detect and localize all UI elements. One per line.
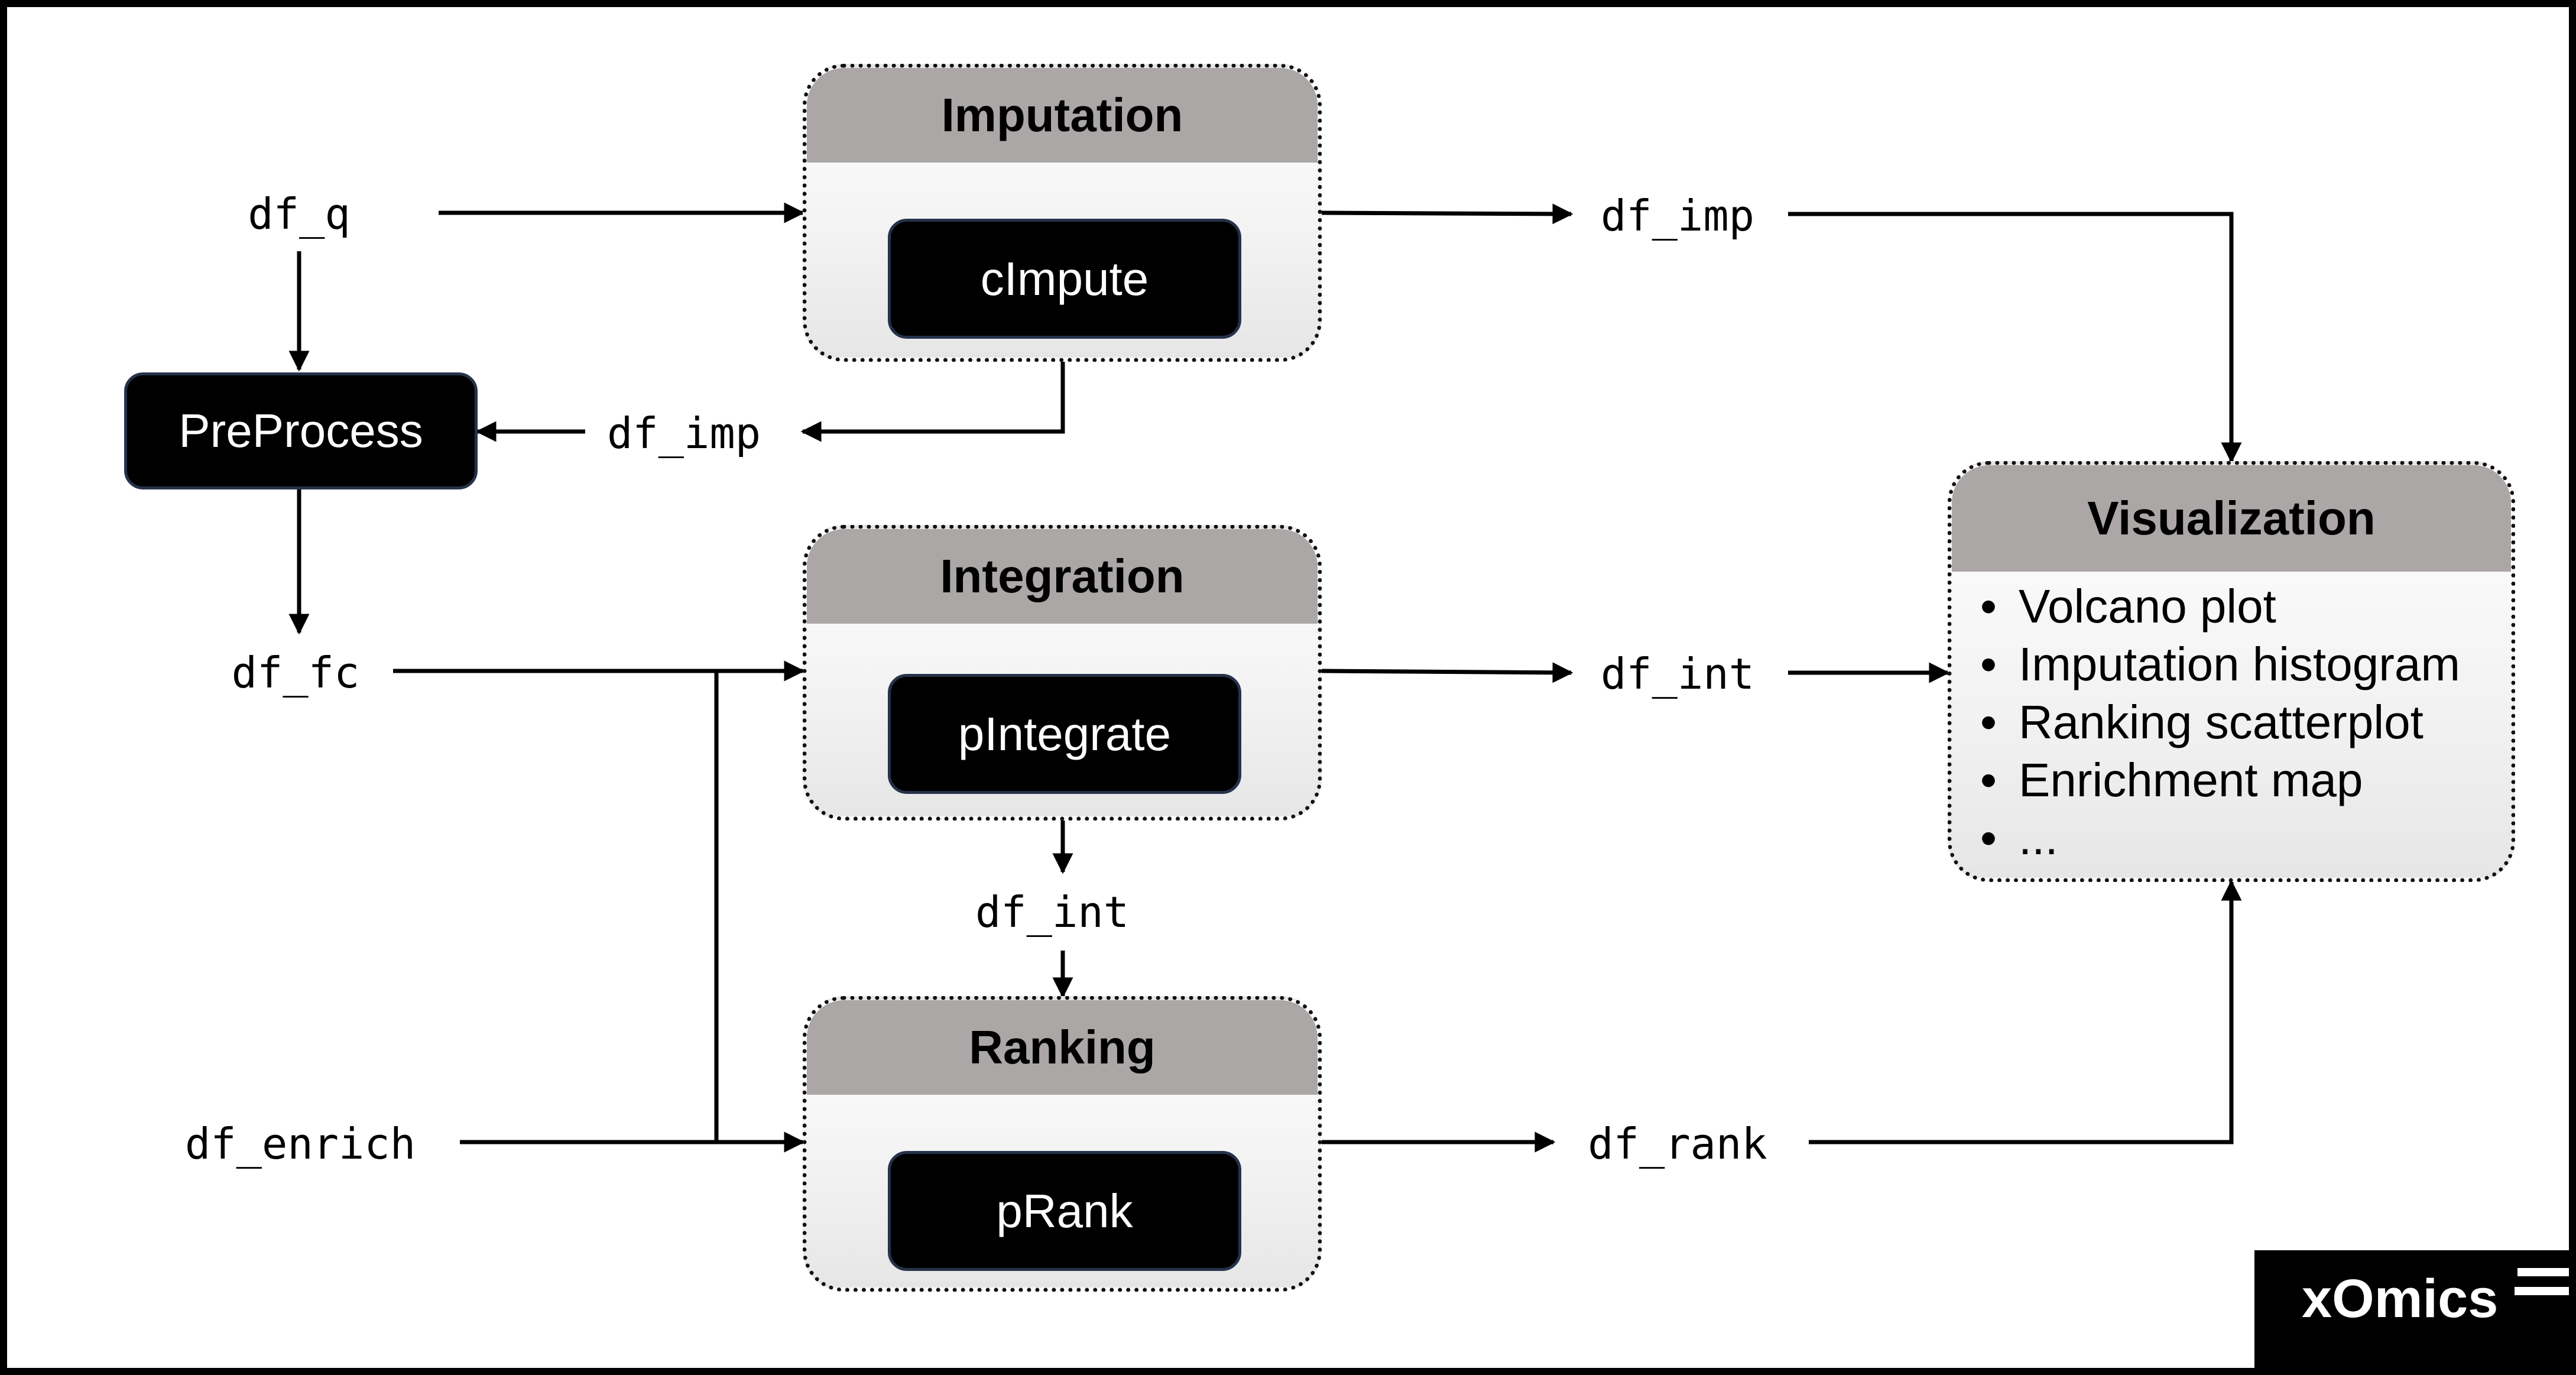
- bullet: •: [1980, 580, 1997, 633]
- pintegrate-function-box: pIntegrate: [888, 674, 1241, 794]
- arrow-imputation-to-dfimp: [1321, 203, 1573, 225]
- logo-text: xOmics: [2302, 1269, 2499, 1329]
- integration-module: Integration pIntegrate: [803, 525, 1322, 821]
- var-df-imp-out: df_imp: [1600, 191, 1755, 241]
- visualization-module: Visualization • Volcano plot • Imputation …: [1948, 461, 2515, 882]
- arrow-integration-to-dfint: [1321, 662, 1573, 683]
- var-df-int-out: df_int: [1600, 649, 1755, 699]
- var-df-imp-back: df_imp: [606, 408, 761, 458]
- imputation-title: Imputation: [807, 68, 1318, 163]
- list-item-label: Ranking scatterplot: [2019, 696, 2423, 748]
- list-item: • Enrichment map: [1980, 751, 2460, 809]
- var-df-rank: df_rank: [1588, 1119, 1767, 1169]
- preprocess-box: PreProcess: [124, 372, 478, 489]
- list-item-label: Volcano plot: [2019, 580, 2276, 633]
- integration-title: Integration: [807, 529, 1318, 624]
- ranking-module: Ranking pRank: [803, 996, 1322, 1292]
- ranking-title: Ranking: [807, 1000, 1318, 1095]
- list-item: • Imputation histogram: [1980, 635, 2460, 693]
- arrow-dffc-to-ranking: [714, 671, 805, 1153]
- var-df-int-mid: df_int: [975, 887, 1130, 937]
- var-df-enrich: df_enrich: [184, 1119, 416, 1169]
- bullet: •: [1980, 696, 1997, 748]
- logo-bar-bottom: [2515, 1287, 2569, 1295]
- list-item: • Volcano plot: [1980, 578, 2460, 635]
- xomics-logo: xOmics: [2254, 1250, 2569, 1368]
- arrow-dfimp-to-visualization: [1788, 212, 2242, 463]
- list-item-label: Imputation histogram: [2019, 638, 2461, 690]
- bullet: •: [1980, 638, 1997, 690]
- list-item-label: Enrichment map: [2019, 754, 2363, 806]
- logo-bar-top: [2517, 1268, 2569, 1276]
- prank-function-box: pRank: [888, 1151, 1241, 1271]
- arrow-imputation-to-dfimp-back: [800, 362, 1065, 442]
- bullet: •: [1980, 812, 1997, 864]
- list-item: •...: [1980, 809, 2460, 867]
- arrow-dfrank-to-visualization: [1809, 880, 2242, 1144]
- cimpute-function-box: cImpute: [888, 219, 1241, 339]
- bullet: •: [1980, 754, 1997, 806]
- visualization-title: Visualization: [1952, 465, 2511, 572]
- var-df-q: df_q: [248, 189, 351, 239]
- list-item: • Ranking scatterplot: [1980, 693, 2460, 751]
- imputation-module: Imputation cImpute: [803, 64, 1322, 362]
- visualization-list: • Volcano plot • Imputation histogram • Ran…: [1980, 578, 2460, 867]
- var-df-fc: df_fc: [231, 648, 360, 698]
- list-item-label: ...: [2019, 812, 2058, 864]
